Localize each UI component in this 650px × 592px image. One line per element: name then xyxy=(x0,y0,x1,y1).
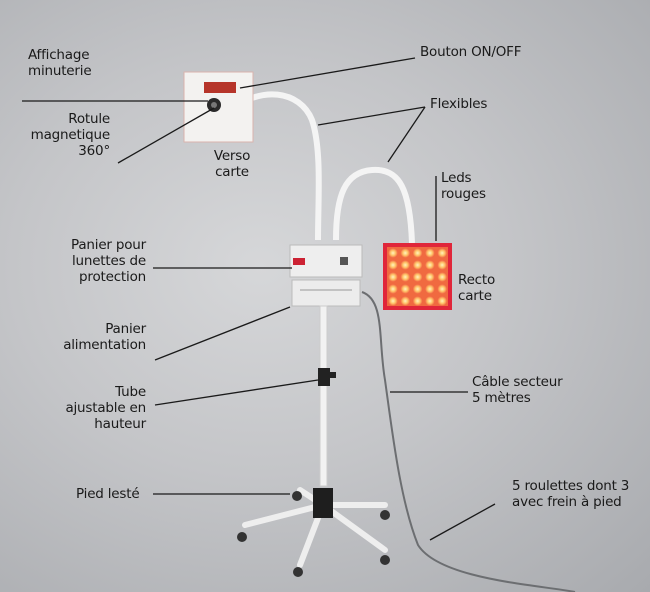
label-verso-card: Verso carte xyxy=(213,148,251,180)
led xyxy=(400,272,411,282)
label-power-basket: Panier alimentation xyxy=(63,321,146,353)
label-glasses-basket: Panier pour lunettes de protection xyxy=(71,237,146,285)
led xyxy=(437,272,448,282)
led xyxy=(424,248,435,258)
led xyxy=(437,260,448,270)
led xyxy=(424,284,435,294)
led xyxy=(412,284,423,294)
verso-card xyxy=(183,71,254,143)
label-magnetic-joint: Rotule magnetique 360° xyxy=(30,111,111,159)
led xyxy=(412,296,423,306)
led xyxy=(437,296,448,306)
led xyxy=(388,248,398,258)
glasses-basket xyxy=(289,244,363,278)
led xyxy=(424,296,435,306)
timer-display xyxy=(204,82,236,93)
label-wheels: 5 roulettes dont 3 avec frein à pied xyxy=(512,478,630,510)
label-adjustable-tube: Tube ajustable en hauteur xyxy=(65,384,146,432)
led xyxy=(412,272,423,282)
telescopic-pole xyxy=(319,305,328,487)
led-panel xyxy=(383,243,452,310)
label-on-off-button: Bouton ON/OFF xyxy=(420,44,522,60)
height-clamp xyxy=(318,368,330,386)
power-basket xyxy=(291,279,361,307)
led xyxy=(424,272,435,282)
label-flexibles: Flexibles xyxy=(430,96,488,112)
label-weighted-base: Pied lesté xyxy=(76,486,140,502)
label-power-cable: Câble secteur 5 mètres xyxy=(472,374,563,406)
led xyxy=(388,272,398,282)
led xyxy=(412,260,423,270)
led xyxy=(388,260,398,270)
wheels xyxy=(237,491,390,577)
led xyxy=(424,260,435,270)
led xyxy=(400,284,411,294)
label-red-leds: Leds rouges xyxy=(441,170,486,202)
leader-lines xyxy=(22,57,496,541)
power-cable xyxy=(361,291,576,592)
led xyxy=(437,284,448,294)
flexible-arm-2 xyxy=(333,166,415,244)
flexible-arm-1 xyxy=(226,91,322,241)
led xyxy=(400,296,411,306)
led xyxy=(400,248,411,258)
led xyxy=(412,248,423,258)
led xyxy=(400,260,411,270)
led xyxy=(437,248,448,258)
label-recto-card: Recto carte xyxy=(458,272,496,304)
led xyxy=(388,284,398,294)
led xyxy=(388,296,398,306)
label-timer-display: Affichage minuterie xyxy=(28,47,92,79)
